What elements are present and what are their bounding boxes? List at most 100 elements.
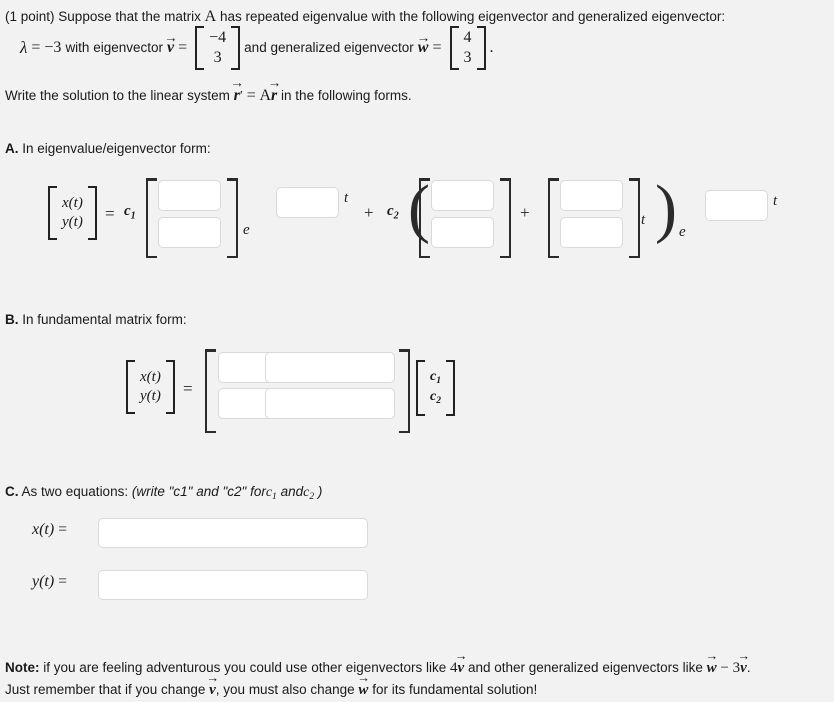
generalized-eigenvector-w-matrix: 4 3 (449, 26, 486, 70)
section-a-inner-plus-sign: + (520, 203, 530, 222)
v-component-1: −4 (209, 29, 227, 46)
coefficient-c2-label: c2 (387, 203, 399, 222)
intro-text-after-matrix: has repeated eigenvalue with the followi… (219, 9, 726, 24)
intro-text-before-matrix: Suppose that the matrix (58, 9, 201, 24)
and-generalized-eigenvector-text: and generalized eigenvector (244, 40, 414, 56)
section-b-equals-sign: = (183, 379, 193, 398)
exponent-t-label: t (773, 193, 778, 209)
note-text-e: for its fundamental solution! (372, 681, 538, 697)
vector-arrow-icon: → (737, 649, 751, 664)
input-c1-exponent[interactable] (276, 187, 339, 218)
lambda-value: −3 (44, 39, 62, 56)
t-multiplier-label: t (641, 212, 646, 228)
vector-w-symbol: →w (357, 670, 371, 698)
vector-arrow-icon: → (267, 74, 282, 90)
points-label: (1 point) (5, 9, 55, 24)
w-component-1: 4 (463, 29, 472, 46)
bracket-left (195, 26, 205, 70)
prime-symbol: ′ (239, 89, 243, 104)
matrix-a-symbol: A (259, 87, 272, 104)
note-text-c: Just remember that if you change (5, 681, 206, 697)
vector-w-symbol: →w (705, 649, 719, 676)
note-line1-period: . (746, 660, 751, 675)
y-of-t-label: y(t) (140, 388, 161, 404)
note-coefficient-3: 3 (732, 660, 741, 676)
section-a-title: In eigenvalue/eigenvector form: (22, 141, 211, 156)
bracket-left (48, 186, 57, 240)
note-minus-sign: − (720, 660, 729, 676)
problem-statement-line: (1 point) Suppose that the matrix A has … (5, 5, 829, 28)
instruction-before: Write the solution to the linear system (5, 88, 230, 103)
with-eigenvector-text: with eigenvector (65, 40, 163, 56)
bracket-right (231, 26, 241, 70)
input-c2-vector-a-top[interactable] (431, 180, 494, 211)
bracket-right (227, 178, 238, 258)
section-c-heading: C. As two equations: (write "c1" and "c2… (5, 484, 322, 502)
coefficient-c1-label: c1 (124, 203, 136, 222)
section-c-letter: C. (5, 484, 19, 499)
exponential-e-label: e (243, 222, 250, 238)
input-c1-vector-bottom[interactable] (158, 217, 221, 248)
note-text-b: and other generalized eigenvectors like (467, 660, 703, 675)
note-bold-prefix: Note: (5, 660, 40, 675)
section-a-letter: A. (5, 141, 19, 156)
section-b-lhs-vector: x(t) y(t) (126, 360, 175, 414)
note-text-d: , you must also change (215, 681, 355, 697)
vector-v-symbol: →v (206, 670, 220, 698)
input-c2-exponent[interactable] (705, 190, 768, 221)
section-c-hint-b: ) (317, 484, 323, 499)
constant-c1-label: c1 (430, 369, 441, 387)
bracket-right (399, 349, 410, 433)
input-y-of-t[interactable] (98, 570, 368, 600)
input-c2-vector-b-top[interactable] (560, 180, 623, 211)
eigen-data-line: λ = −3 with eigenvector →v = −4 3 and ge… (20, 26, 498, 70)
note-text-a: if you are feeling adventurous you could… (43, 660, 447, 675)
note-coefficient-4: 4 (450, 660, 458, 676)
vector-r-symbol: →r (267, 74, 282, 104)
hint-c2-label: c2 (303, 485, 315, 503)
vector-arrow-icon: → (206, 670, 220, 685)
x-of-t-label: x(t) (62, 195, 83, 212)
bracket-left (449, 26, 459, 70)
input-c2-vector-b-bottom[interactable] (560, 217, 623, 248)
v-equals-sign: = (178, 39, 188, 56)
w-component-2: 3 (463, 49, 472, 66)
input-fundamental-matrix-m12[interactable] (265, 352, 395, 383)
bracket-left (548, 178, 559, 258)
constant-c2-label: c2 (430, 389, 441, 407)
note-line-1: Note: if you are feeling adventurous you… (5, 649, 829, 680)
y-of-t-label: y(t) (62, 214, 83, 230)
input-fundamental-matrix-m22[interactable] (265, 388, 395, 419)
section-a-plus-sign: + (364, 203, 374, 222)
vector-w-symbol: →w (416, 29, 431, 56)
vector-arrow-icon: → (416, 29, 431, 45)
lambda-symbol: λ (20, 38, 28, 57)
section-c-hint-and: and (280, 484, 304, 499)
bracket-left (126, 360, 135, 414)
vector-v-symbol: →v (454, 649, 468, 676)
section-b-letter: B. (5, 312, 19, 327)
bracket-left (146, 178, 157, 258)
y-of-t-equation-label: y(t) = (32, 573, 67, 590)
exponential-e-label: e (679, 224, 686, 240)
bracket-right (87, 186, 97, 240)
bracket-right (445, 360, 455, 416)
instruction-line: Write the solution to the linear system … (5, 74, 412, 107)
section-b-title: In fundamental matrix form: (22, 312, 187, 327)
input-c2-vector-a-bottom[interactable] (431, 217, 494, 248)
x-of-t-equation-label: x(t) = (32, 521, 67, 538)
input-x-of-t[interactable] (98, 518, 368, 548)
vector-r-symbol: →r (230, 74, 244, 104)
hint-c1-label: c1 (265, 485, 277, 503)
input-c1-vector-top[interactable] (158, 180, 221, 211)
eigenvector-v-matrix: −4 3 (195, 26, 241, 70)
section-a-equals-sign: = (105, 204, 115, 223)
vector-arrow-icon: → (230, 74, 244, 90)
section-a-lhs-vector: x(t) y(t) (48, 186, 97, 240)
vector-v-symbol: →v (737, 649, 751, 676)
lambda-equals-sign: = (31, 39, 41, 56)
bracket-right (629, 178, 640, 258)
vector-arrow-icon: → (357, 670, 371, 685)
note-line-2: Just remember that if you change →v, you… (5, 670, 829, 702)
